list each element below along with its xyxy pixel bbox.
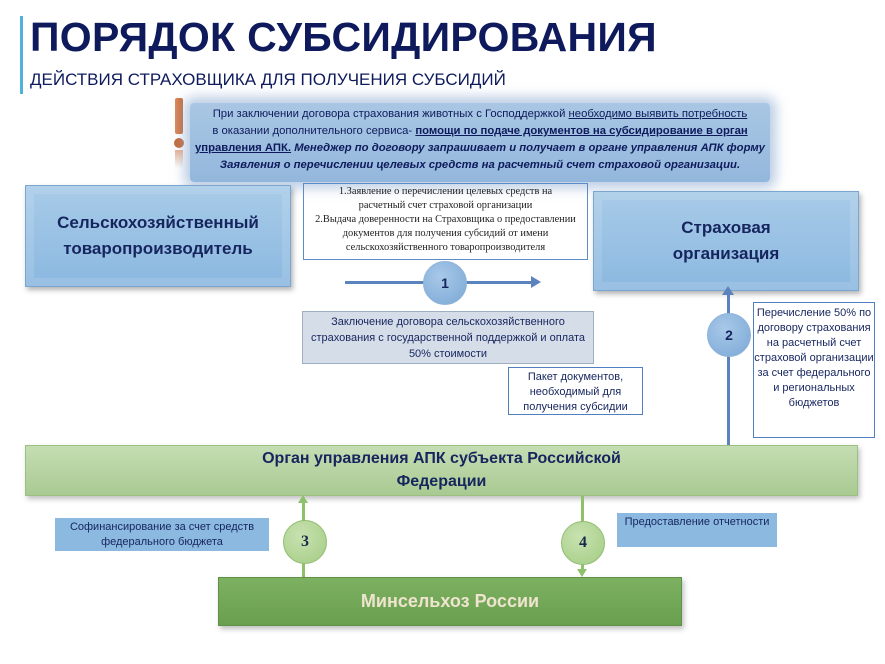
step-4-number: 4 [579, 534, 587, 551]
step-4-badge: 4 [561, 521, 605, 565]
step-3-number: 3 [301, 533, 309, 550]
step-2-badge: 2 [707, 313, 751, 357]
note-box: При заключении договора страхования живо… [190, 103, 770, 182]
apk-node: Орган управления АПК субъекта Российской… [25, 445, 858, 496]
documents-box: 1.Заявление о перечислении целевых средс… [303, 183, 588, 260]
note-text-3: в оказании дополнительного сервиса- [212, 125, 416, 137]
reporting-box: Предоставление отчетности [617, 513, 777, 547]
cofinancing-box: Софинансирование за счет средств федерал… [55, 518, 269, 551]
documents-item-2: 2.Выдача доверенности на Страховщика о п… [315, 214, 576, 253]
note-text-2: необходимо выявить потребность [568, 108, 748, 120]
insurer-node: Страховая организация [593, 191, 859, 291]
package-box: Пакет документов, необходимый для получе… [508, 367, 643, 415]
producer-node: Сельскохозяйственный товаропроизводитель [25, 185, 291, 287]
page-subtitle: ДЕЙСТВИЯ СТРАХОВЩИКА ДЛЯ ПОЛУЧЕНИЯ СУБСИ… [30, 70, 506, 89]
arrow-2-line [727, 292, 730, 445]
page-title: ПОРЯДОК СУБСИДИРОВАНИЯ [30, 14, 657, 60]
arrow-2-head [722, 286, 734, 295]
step-1-number: 1 [441, 275, 449, 291]
arrow-4-head [577, 569, 587, 577]
apk-label: Орган управления АПК субъекта Российской… [262, 450, 621, 490]
note-text-5: Менеджер по договору запрашивает и получ… [219, 142, 765, 171]
insurer-label: Страховая организация [672, 218, 780, 263]
transfer-box: Перечисление 50% по договору страхования… [753, 302, 875, 438]
contract-box: Заключение договора сельскохозяйственног… [302, 311, 594, 364]
step-3-badge: 3 [283, 520, 327, 564]
minselhoz-node: Минсельхоз России [218, 577, 682, 626]
step-1-badge: 1 [423, 261, 467, 305]
arrow-3-head [298, 495, 308, 503]
documents-item-1: 1.Заявление о перечислении целевых средс… [338, 186, 553, 211]
arrow-1-head [531, 276, 541, 288]
note-text-4: помощи по подаче документов на субсидиро… [195, 125, 748, 154]
exclamation-icon [172, 98, 186, 168]
title-accent-bar [20, 16, 23, 94]
producer-label: Сельскохозяйственный товаропроизводитель [57, 213, 259, 258]
step-2-number: 2 [725, 327, 733, 343]
note-text-1: При заключении договора страхования живо… [212, 108, 569, 120]
